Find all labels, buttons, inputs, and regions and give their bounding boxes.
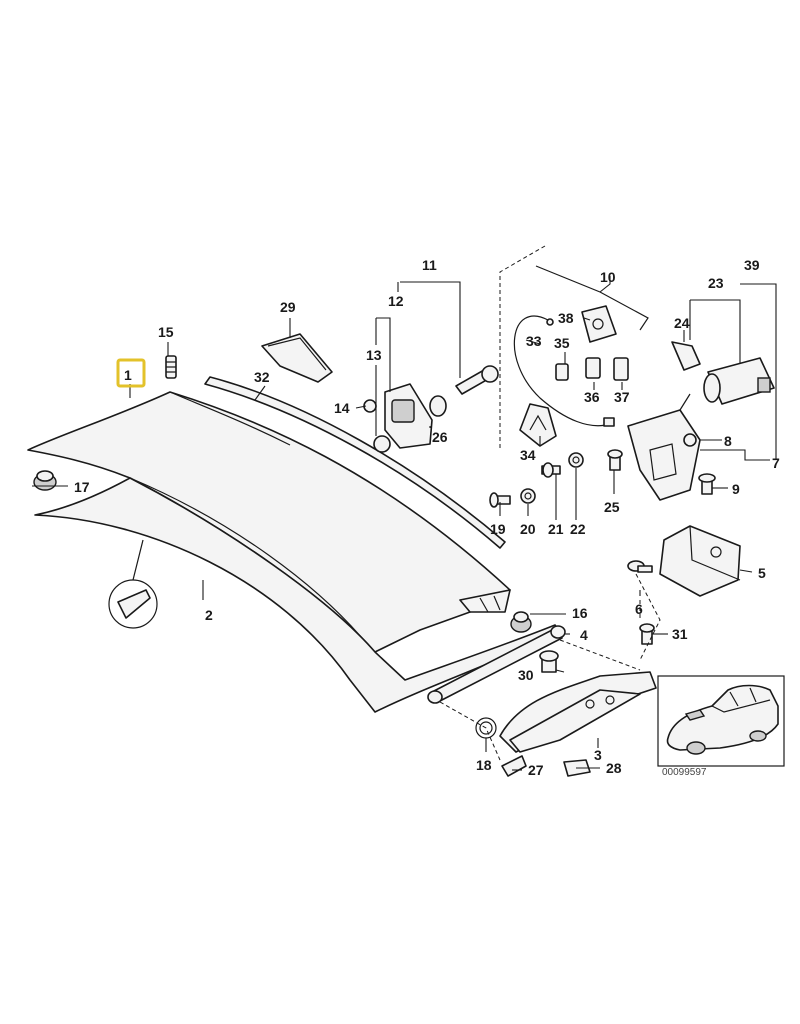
torsion-bar-4[interactable] [427,625,566,704]
label-part-16[interactable]: 16 [572,605,588,621]
label-part-17[interactable]: 17 [74,479,90,495]
label-part-8[interactable]: 8 [724,433,732,449]
bracket-5[interactable] [659,525,741,597]
label-part-12[interactable]: 12 [388,293,404,309]
label-part-13[interactable]: 13 [366,347,382,363]
label-part-14[interactable]: 14 [334,400,350,416]
lock-actuator-23[interactable] [703,357,775,405]
label-part-1[interactable]: 1 [124,367,132,383]
label-part-27[interactable]: 27 [528,762,544,778]
screw-6[interactable] [627,560,653,573]
leader-lines [32,276,777,771]
diagram-reference-number: 00099597 [662,767,707,778]
washer-22[interactable] [568,452,584,468]
screw-8[interactable] [683,433,697,447]
bracket-38[interactable] [581,305,617,343]
bolt-21[interactable] [541,462,561,478]
stud-pin-15[interactable] [165,355,177,379]
release-cable-33[interactable] [513,315,615,427]
car-thumbnail-icon [666,684,779,755]
lock-group-outline [499,245,546,448]
clip-36[interactable] [585,357,601,379]
bolt-30[interactable] [539,650,559,673]
actuator-link-24[interactable] [671,341,701,371]
label-part-30[interactable]: 30 [518,667,534,683]
label-part-35[interactable]: 35 [554,335,570,351]
label-part-36[interactable]: 36 [584,389,600,405]
bolt-31[interactable] [639,623,655,645]
label-part-15[interactable]: 15 [158,324,174,340]
trunk-lid-inner-frame[interactable] [34,477,561,713]
label-part-22[interactable]: 22 [570,521,586,537]
clip-37[interactable] [613,357,629,381]
label-part-25[interactable]: 25 [604,499,620,515]
part-labels: 1 2 3 4 5 6 7 8 9 10 11 12 13 14 15 16 1… [74,257,780,778]
label-part-3[interactable]: 3 [594,747,602,763]
label-part-6[interactable]: 6 [635,601,643,617]
highlight-box-part-1 [116,358,146,388]
label-part-11[interactable]: 11 [422,257,437,273]
label-part-5[interactable]: 5 [758,565,766,581]
lock-cylinder-assembly[interactable] [363,365,499,453]
hinge-3[interactable] [499,671,657,753]
screw-9[interactable] [698,473,716,495]
label-part-9[interactable]: 9 [732,481,740,497]
rubber-buffer-17[interactable] [33,470,57,491]
label-part-33[interactable]: 33 [526,333,542,349]
label-part-10[interactable]: 10 [600,269,616,285]
label-part-4[interactable]: 4 [580,627,588,643]
lid-seal-strip[interactable] [204,376,506,549]
vehicle-location-inset: 00099597 [657,675,785,778]
label-part-26[interactable]: 26 [432,429,448,445]
label-part-37[interactable]: 37 [614,389,630,405]
bolt-19[interactable] [489,492,511,508]
washer-20[interactable] [520,488,536,504]
label-part-24[interactable]: 24 [674,315,690,331]
label-part-31[interactable]: 31 [672,626,688,642]
label-part-21[interactable]: 21 [548,521,564,537]
plate-27[interactable] [501,755,527,777]
label-part-20[interactable]: 20 [520,521,536,537]
label-part-29[interactable]: 29 [280,299,296,315]
label-part-38[interactable]: 38 [558,310,574,326]
trunk-latch-7[interactable] [627,393,701,501]
label-part-2[interactable]: 2 [205,607,213,623]
label-part-34[interactable]: 34 [520,447,536,463]
label-part-39[interactable]: 39 [744,257,760,273]
license-plate-light-29[interactable] [261,333,333,383]
label-part-23[interactable]: 23 [708,275,724,291]
label-part-7[interactable]: 7 [772,455,780,471]
label-part-28[interactable]: 28 [606,760,622,776]
grip-handle-34[interactable] [519,403,557,447]
label-part-32[interactable]: 32 [254,369,270,385]
screw-25[interactable] [607,449,623,471]
assembly-guide-lines [439,573,661,761]
rubber-buffer-16[interactable] [510,611,532,633]
clip-35[interactable] [555,363,569,381]
label-part-19[interactable]: 19 [490,521,506,537]
label-part-18[interactable]: 18 [476,757,492,773]
release-rod-10[interactable] [535,265,649,331]
clip-detail-magnifier [108,539,158,629]
